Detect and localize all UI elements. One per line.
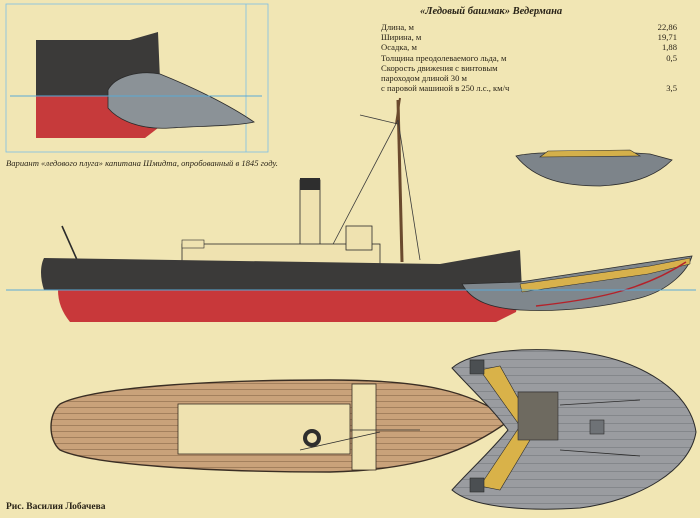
spec-label: Длина, м xyxy=(381,22,414,32)
spec-label: Скорость движения с винтовым пароходом д… xyxy=(381,62,510,94)
spec-row-ice-thickness: Толщина преодолеваемого льда, м 0,5 xyxy=(381,53,677,63)
illustrator-credit: Рис. Василия Лобачева xyxy=(6,502,106,512)
steamer-side-view xyxy=(6,97,696,322)
ice-shoe-rim xyxy=(519,257,691,293)
ice-shoe-edge xyxy=(535,261,687,307)
shoe-side-view xyxy=(515,149,673,187)
rigging-2 xyxy=(397,119,421,261)
shoe-side-hull xyxy=(515,151,673,187)
deck-plan xyxy=(50,349,697,510)
deckhouse-plan xyxy=(177,403,351,455)
spec-label: Толщина преодолеваемого льда, м xyxy=(381,52,507,63)
shoe-hatch-3 xyxy=(589,419,605,435)
spec-label: Ширина, м xyxy=(381,32,422,43)
funnel-plan-inner xyxy=(307,433,317,443)
spec-row-width: Ширина, м 19,71 xyxy=(381,32,677,42)
rigging-1 xyxy=(329,119,399,251)
deckhouse-plan-aft xyxy=(351,383,377,471)
funnel-top xyxy=(300,178,320,190)
wheelhouse xyxy=(345,225,373,251)
spec-value: 1,88 xyxy=(661,42,677,53)
spec-row-speed: Скорость движения с винтовым пароходом д… xyxy=(381,63,677,94)
mast xyxy=(396,99,404,263)
diagram-title: «Ледовый башмак» Ведермана xyxy=(420,6,563,17)
detail-caption: Вариант «ледового плуга» капитана Шмидта… xyxy=(6,158,278,168)
spec-row-length: Длина, м 22,86 xyxy=(381,22,677,32)
mast-top xyxy=(395,97,401,125)
hull-red xyxy=(58,290,520,322)
spec-label: Осадка, м xyxy=(381,42,417,53)
funnel xyxy=(299,179,321,249)
shoe-side-rim xyxy=(539,149,642,158)
hull-dark xyxy=(41,250,522,290)
shoe-hatch-1 xyxy=(469,359,485,375)
spec-value: 3,5 xyxy=(666,83,677,94)
spec-value: 0,5 xyxy=(666,52,677,63)
deck-line-2 xyxy=(299,431,381,451)
shoe-line-1 xyxy=(559,399,641,406)
shoe-hatch-2 xyxy=(469,477,485,493)
rigging-3 xyxy=(359,114,399,125)
ice-plough-detail xyxy=(5,3,269,153)
shoe-line-2 xyxy=(559,449,641,457)
spec-row-draft: Осадка, м 1,88 xyxy=(381,42,677,52)
detail-shoe xyxy=(107,72,255,129)
spec-table: Длина, м 22,86 Ширина, м 19,71 Осадка, м… xyxy=(381,22,677,93)
flagstaff xyxy=(61,225,79,263)
detail-frame xyxy=(5,3,269,153)
spec-value: 19,71 xyxy=(657,32,677,43)
spec-value: 22,86 xyxy=(657,22,677,32)
shoe-winch xyxy=(517,391,559,441)
skylight xyxy=(181,239,205,249)
